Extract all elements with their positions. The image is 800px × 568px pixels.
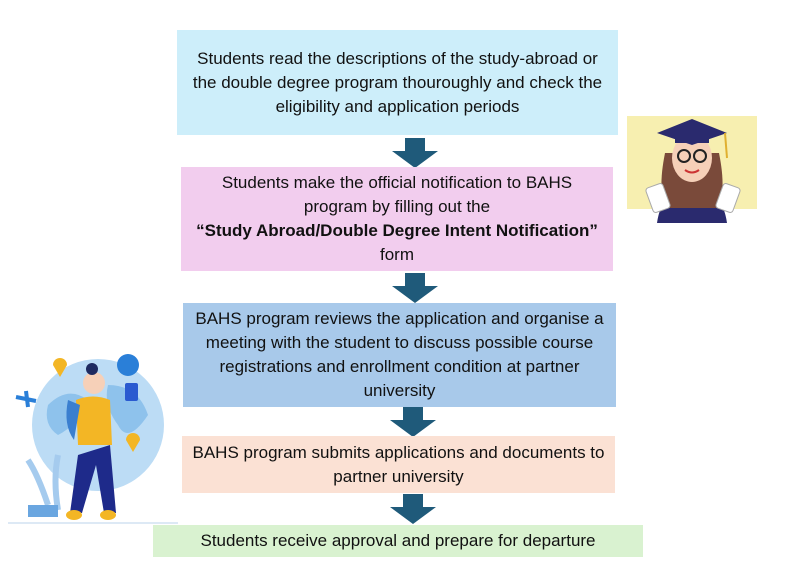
step-2-content: Students make the official notification … xyxy=(191,171,603,267)
step-5-text: Students receive approval and prepare fo… xyxy=(200,531,596,550)
form-name: “Study Abroad/Double Degree Intent Notif… xyxy=(196,221,598,240)
step-2-text-after: form xyxy=(380,245,414,264)
step-3-text: BAHS program reviews the application and… xyxy=(195,309,604,400)
down-arrow-icon xyxy=(392,138,438,168)
step-4-text: BAHS program submits applications and do… xyxy=(192,442,605,486)
step-1-box: Students read the descriptions of the st… xyxy=(177,30,618,135)
down-arrow-icon xyxy=(390,407,436,437)
step-3-box: BAHS program reviews the application and… xyxy=(183,303,616,407)
down-arrow-icon xyxy=(392,273,438,303)
step-5-box: Students receive approval and prepare fo… xyxy=(153,525,643,557)
down-arrow-icon xyxy=(390,494,436,524)
step-1-text: Students read the descriptions of the st… xyxy=(192,48,603,116)
step-2-box: Students make the official notification … xyxy=(181,167,613,271)
step-4-box: BAHS program submits applications and do… xyxy=(182,436,615,493)
step-2-text: Students make the official notification … xyxy=(221,173,573,216)
graduate-illustration xyxy=(627,116,757,223)
traveler-illustration xyxy=(8,354,178,524)
